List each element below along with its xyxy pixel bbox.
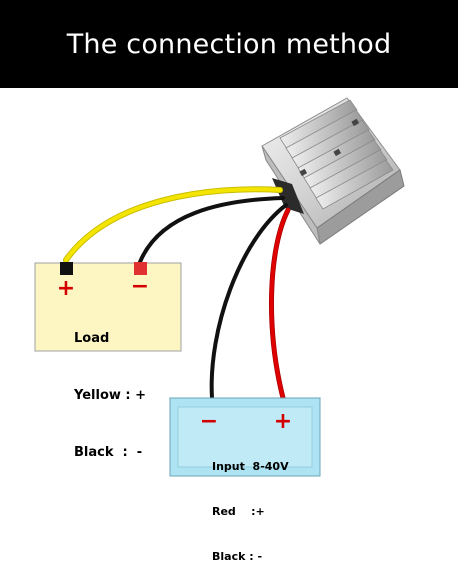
title-banner: The connection method (0, 0, 458, 88)
input-plus-sign: + (274, 409, 292, 434)
load-negative-terminal (134, 262, 147, 275)
input-battery: − + (168, 397, 322, 477)
load-title: Load (74, 331, 110, 346)
load-label: Load Yellow : + Black : - (74, 291, 146, 481)
wiring-diagram: + − − + (34, 97, 405, 477)
load-minus-sign: − (131, 274, 149, 299)
input-minus-sign: − (200, 409, 218, 434)
input-black-desc: Black : - (212, 550, 263, 563)
load-plus-sign: + (57, 276, 75, 301)
input-label: Input 8-40V Red :+ Black : - (212, 429, 289, 579)
load-black-desc: Black : - (74, 445, 143, 460)
load-box: + − (34, 262, 182, 352)
input-red-desc: Red :+ (212, 505, 265, 518)
input-voltage: Input 8-40V (212, 460, 289, 473)
load-yellow-desc: Yellow : + (74, 388, 147, 403)
load-positive-terminal (60, 262, 73, 275)
black-wire-load (138, 196, 285, 264)
page-title: The connection method (66, 28, 392, 60)
black-wire-input (209, 203, 288, 400)
converter-module (261, 97, 405, 245)
